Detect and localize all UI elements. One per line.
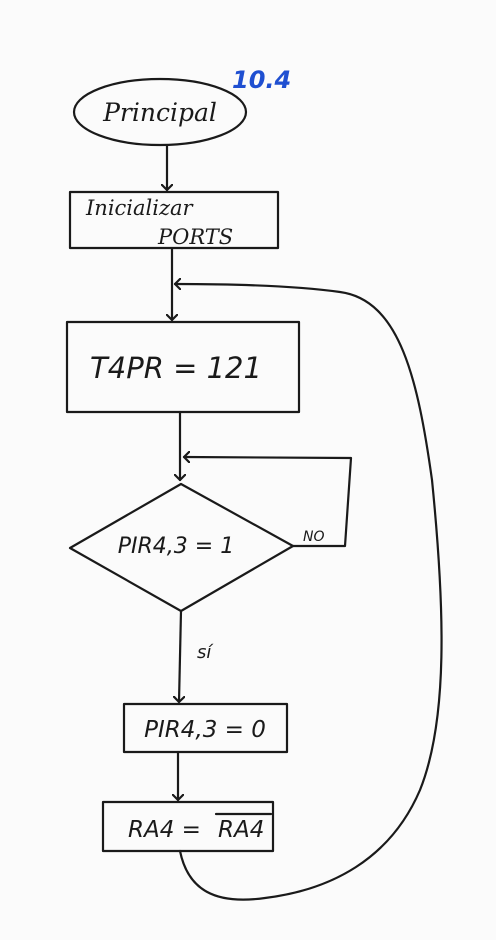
toggle-label-right: RA4 xyxy=(218,817,264,843)
init-label-line1: Inicializar xyxy=(85,196,195,220)
preset-label: T4PR = 121 xyxy=(90,351,262,385)
init-ports-box xyxy=(68,190,280,250)
start-terminator xyxy=(72,77,248,147)
arrow-return-loop xyxy=(173,284,443,901)
arrow-decision-no-loop xyxy=(182,457,353,548)
decision-yes-label: sí xyxy=(197,642,214,663)
start-label: Principal xyxy=(102,98,217,127)
arrow-decision-yes xyxy=(179,609,181,704)
clear-flag-label: PIR4,3 = 0 xyxy=(144,717,266,743)
decision-label: PIR4,3 = 1 xyxy=(118,534,234,559)
preset-box xyxy=(65,320,301,414)
decision-no-label: NO xyxy=(303,529,325,545)
section-tag: 10.4 xyxy=(232,66,291,94)
toggle-box xyxy=(101,800,275,853)
init-label-line2: PORTS xyxy=(157,225,233,249)
toggle-label-left: RA4 = xyxy=(128,817,201,843)
clear-flag-box xyxy=(122,702,289,754)
